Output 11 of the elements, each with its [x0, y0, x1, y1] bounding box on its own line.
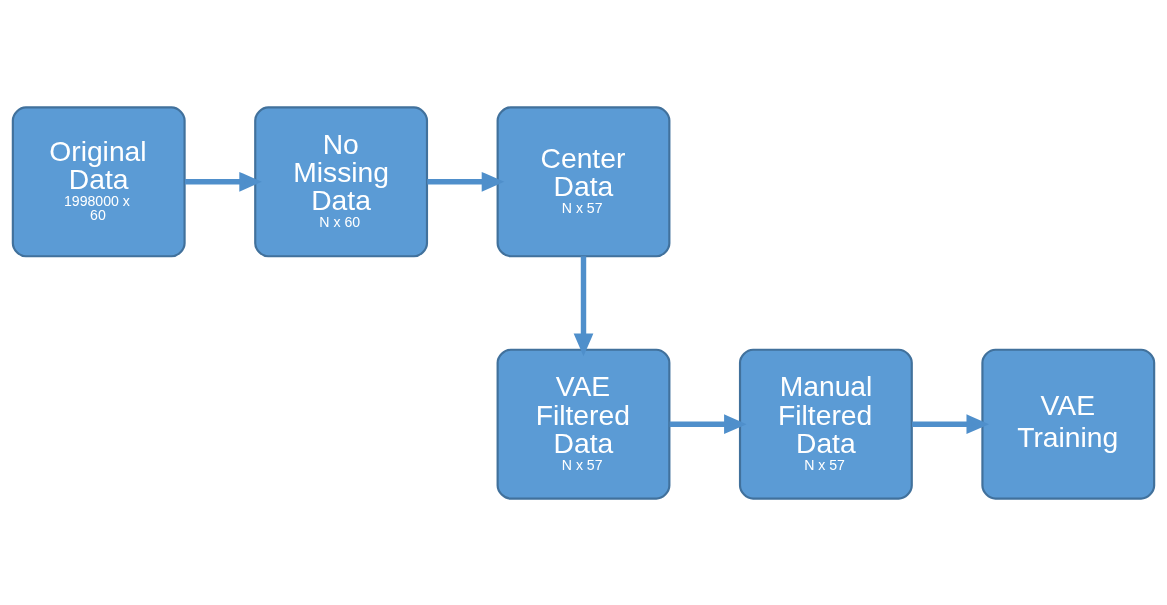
node-box: VAE Training	[981, 348, 1156, 500]
arrow	[669, 413, 747, 434]
node-box: Original Data 1998000 x 60	[11, 105, 186, 257]
node-box: No Missing Data N x 60	[254, 105, 429, 257]
arrow	[912, 413, 989, 434]
arrow	[184, 171, 262, 192]
node-box: Manual Filtered Data N x 57	[738, 348, 913, 500]
node-box: Center Data N x 57	[496, 105, 671, 257]
arrow	[573, 255, 594, 356]
node-box: VAE Filtered Data N x 57	[496, 348, 671, 500]
arrow	[427, 171, 505, 192]
